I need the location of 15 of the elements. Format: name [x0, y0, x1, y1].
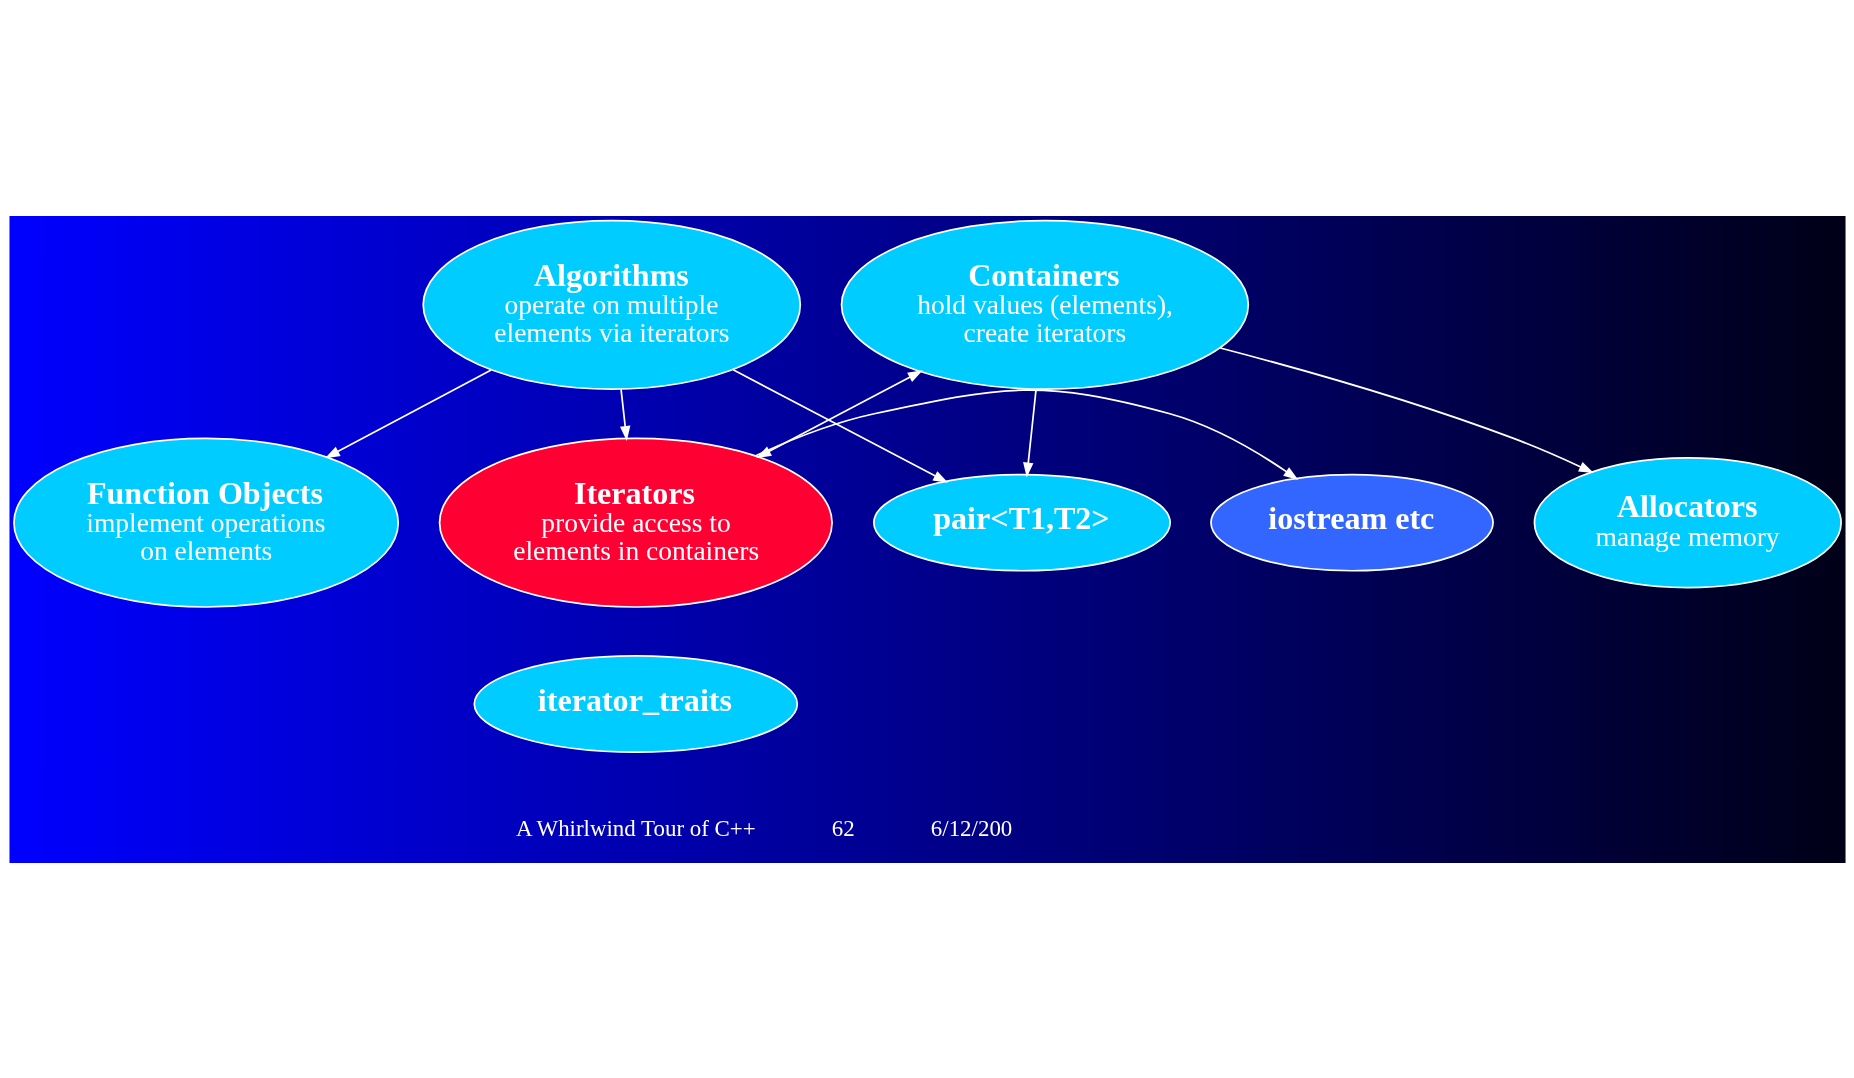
node-ellipse: iostream etc	[1209, 473, 1494, 572]
arrow	[731, 368, 948, 483]
node-ellipse: Iterators provide access to elements in containers	[438, 437, 833, 608]
arrow	[324, 368, 492, 458]
label: 62	[831, 815, 855, 840]
node-ellipse: Function Objects implement operations on elements	[12, 437, 399, 608]
node-ellipse: Allocators manage memory	[1533, 456, 1842, 588]
label: A Whirlwind Tour of C++	[515, 815, 756, 840]
node-ellipse: Algorithms operate on multiple elements via iterators	[421, 219, 801, 390]
node-ellipse: iterator_traits	[472, 654, 798, 753]
node-ellipse: pair<T1,T2>	[872, 473, 1171, 572]
node-ellipse: Containers hold values (elements), create iterators	[840, 219, 1249, 390]
arrow	[1218, 346, 1594, 473]
label: 6/12/200	[930, 815, 1012, 840]
arrow	[619, 387, 630, 441]
